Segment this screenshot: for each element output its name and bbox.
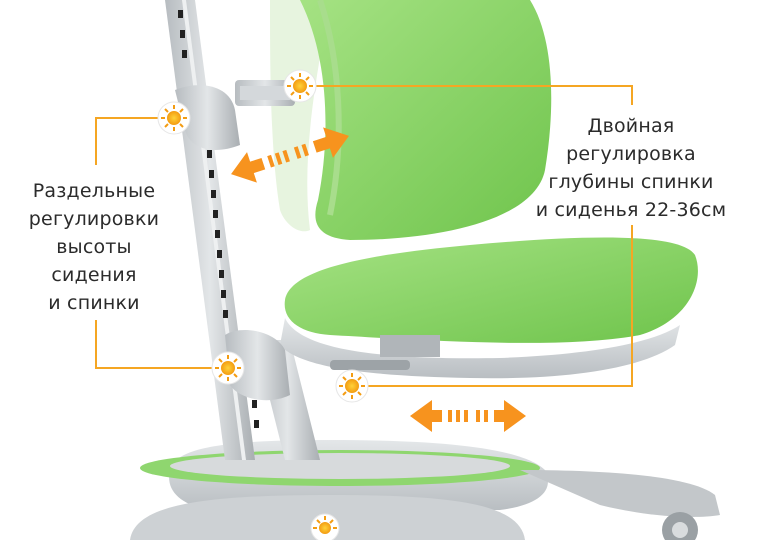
- depth-adjustment-label: Двойная регулировка глубины спинки и сид…: [522, 112, 740, 224]
- height-adjustment-label: Раздельные регулировки высоты сидения и …: [8, 177, 180, 317]
- backrest: [270, 0, 552, 240]
- back-bracket: [175, 80, 295, 150]
- label-line: глубины спинки: [548, 171, 714, 193]
- seat: [225, 237, 698, 401]
- double-arrow-icon: [410, 400, 526, 432]
- sun-adjuster-icon: [335, 369, 369, 403]
- label-line: и сиденья 22-36см: [535, 199, 727, 221]
- sun-adjuster-icon: [157, 101, 191, 135]
- label-line: Двойная: [587, 115, 675, 137]
- chair-base: [130, 440, 720, 540]
- callout-lines: [95, 85, 633, 387]
- label-line: регулировки: [28, 208, 160, 230]
- sun-adjuster-icon: [211, 351, 245, 385]
- label-line: и спинки: [48, 292, 140, 314]
- sun-adjuster-icon: [283, 69, 317, 103]
- sun-adjuster-icon: [310, 513, 340, 540]
- label-line: Раздельные: [32, 180, 156, 202]
- label-line: сидения: [51, 264, 137, 286]
- label-line: регулировка: [566, 143, 696, 165]
- double-arrow-icon: [231, 127, 349, 183]
- label-line: высоты: [56, 236, 132, 258]
